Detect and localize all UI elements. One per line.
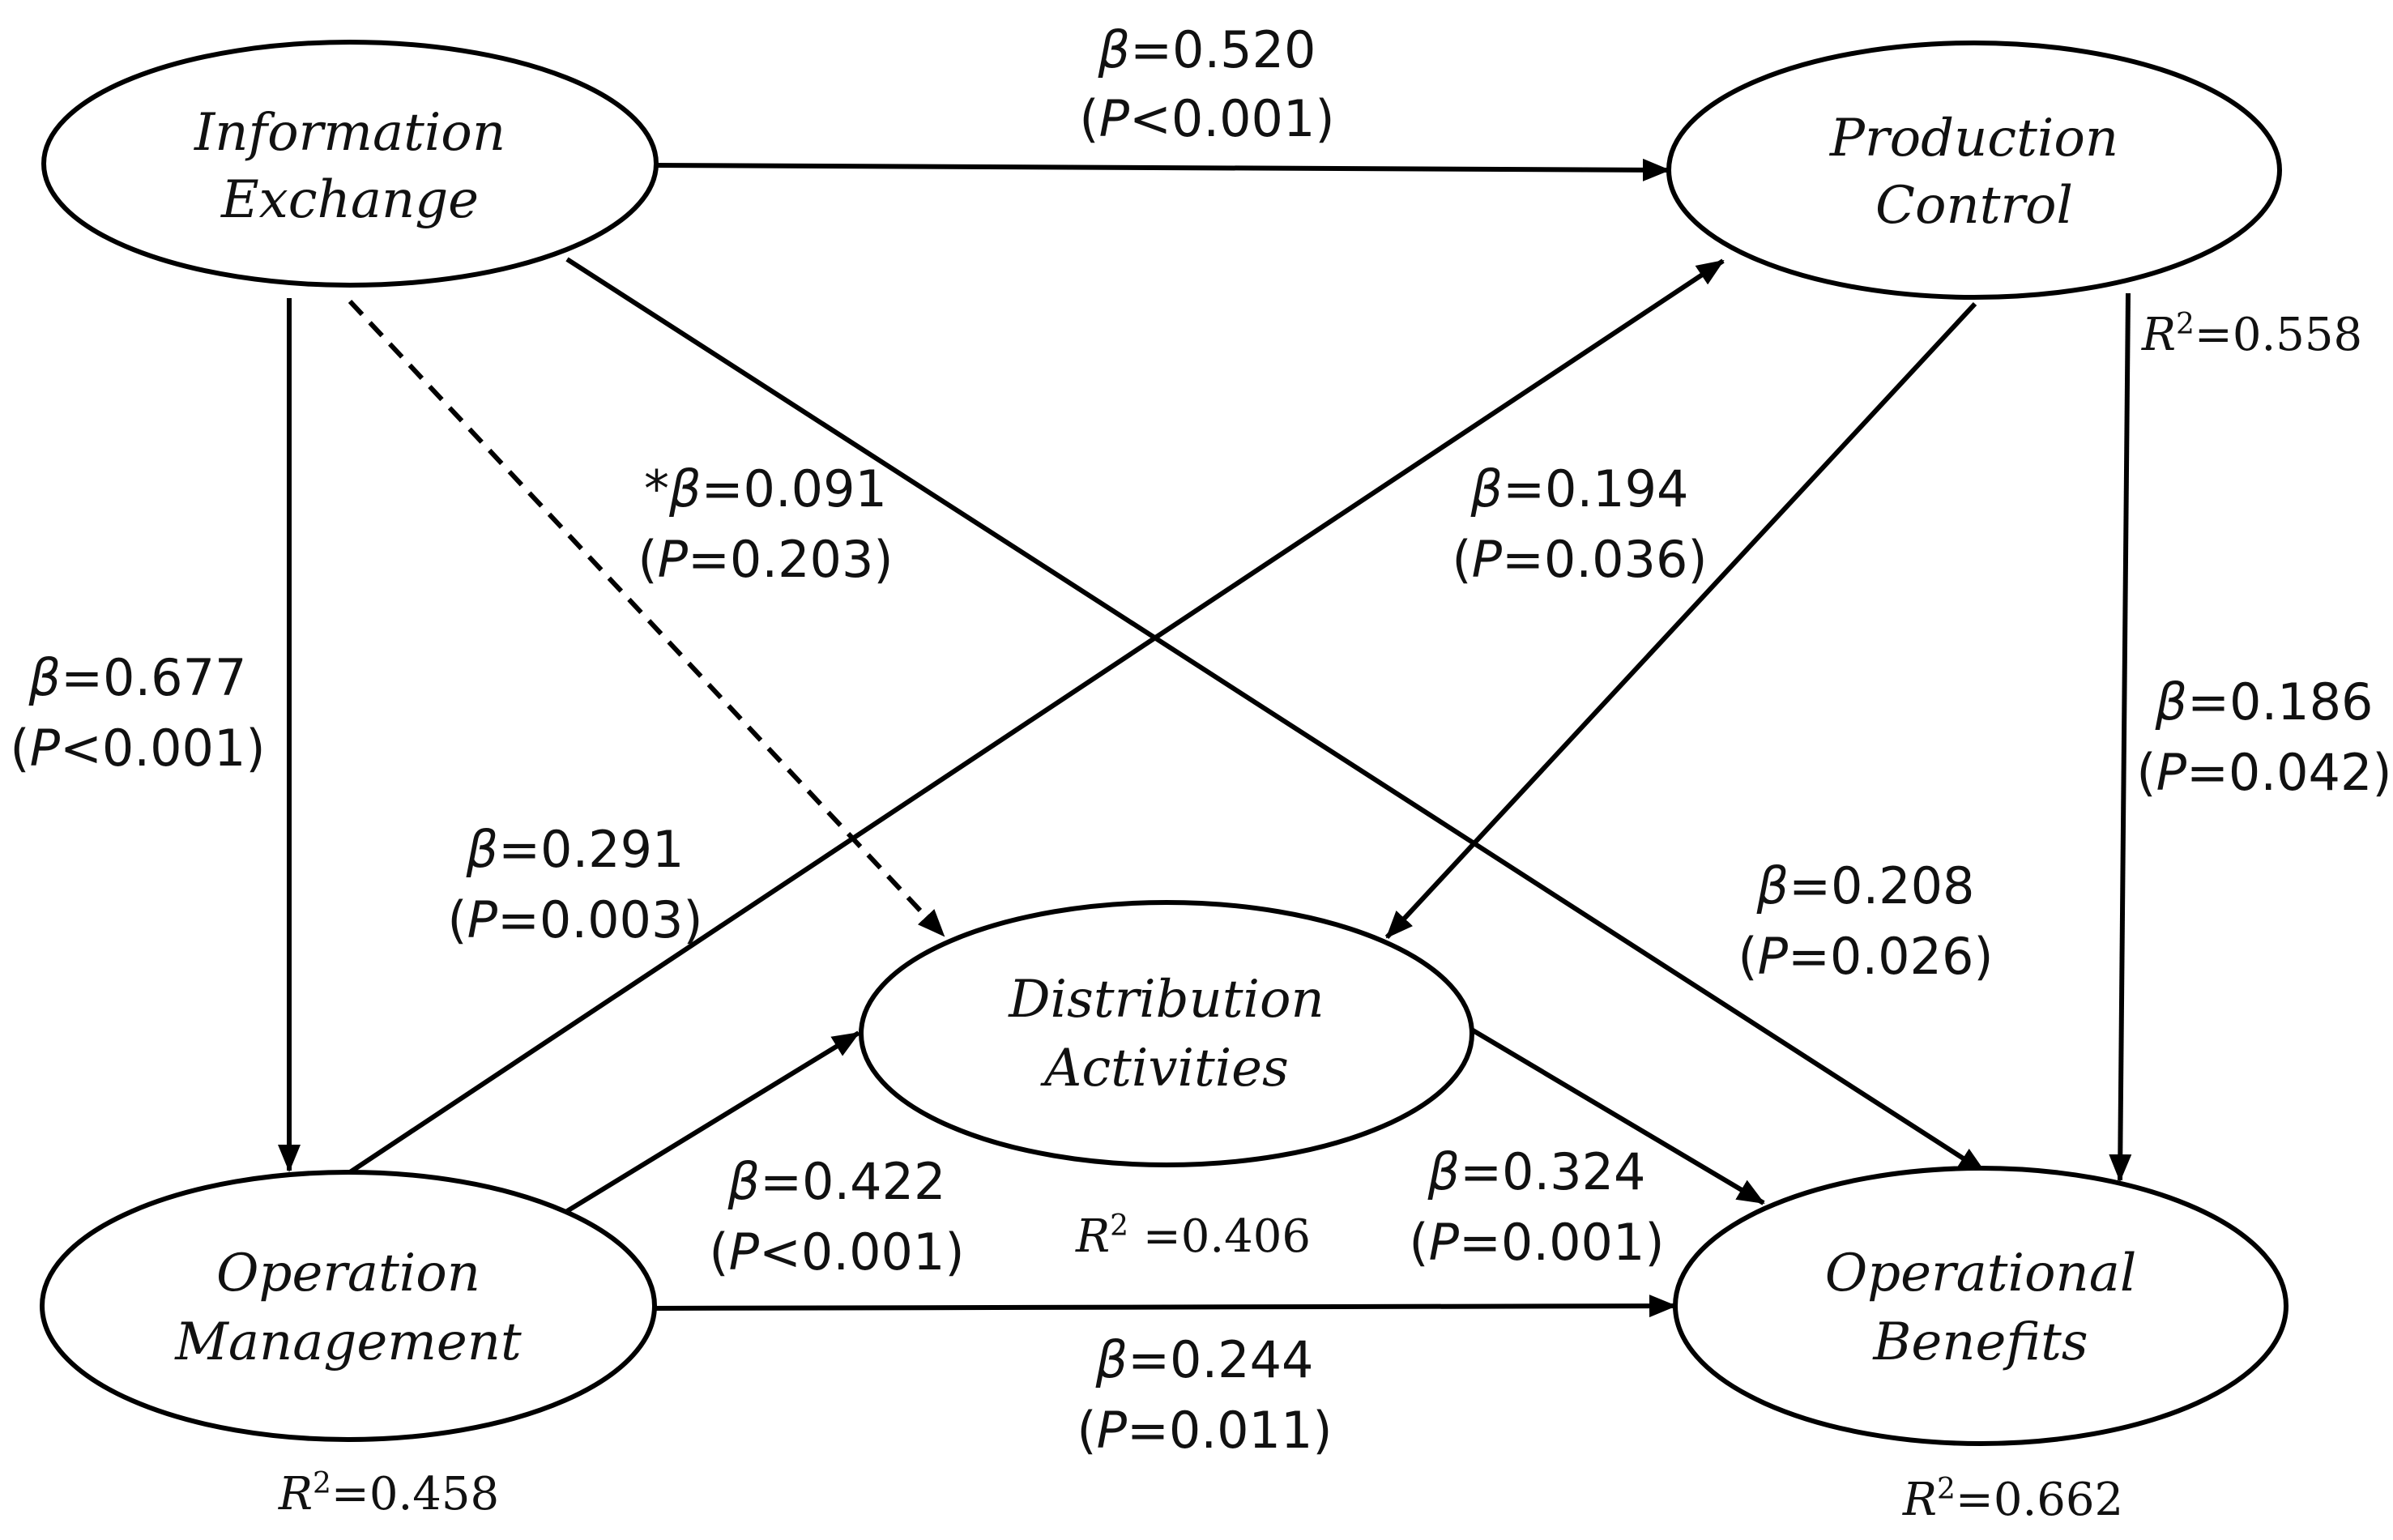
beta-label: β=0.194	[1469, 459, 1688, 518]
beta-label: β=0.208	[1755, 856, 1974, 915]
edge-operation-to-benefits	[651, 1295, 1677, 1318]
beta-label: β=0.422	[727, 1152, 945, 1211]
node-ellipse	[859, 900, 1474, 1167]
node-label-line1: Distribution	[1008, 970, 1324, 1030]
node-label-line1: Operation	[216, 1244, 480, 1303]
p-label: (P<0.001)	[709, 1222, 964, 1282]
node-label-line1: Production	[1829, 109, 2118, 169]
node-ellipse	[1673, 1166, 2288, 1446]
coef-info-to-distribution: *β=0.091 (P=0.203)	[638, 459, 893, 589]
node-ellipse	[40, 1170, 657, 1442]
beta-label: β=0.520	[1097, 20, 1316, 79]
p-label: (P=0.026)	[1738, 927, 1993, 986]
node-label-line2: Control	[1875, 176, 2073, 236]
edge-information-to-benefits	[565, 257, 1986, 1175]
beta-label: *β=0.091	[644, 459, 887, 518]
p-label: (P<0.001)	[10, 719, 265, 778]
node-label-line1: Information	[194, 103, 505, 163]
coef-production-to-benefits: β=0.186 (P=0.042)	[2136, 672, 2391, 802]
edges	[278, 158, 2132, 1318]
node-label-line2: Activities	[1040, 1039, 1289, 1098]
coef-info-to-operation: β=0.677 (P<0.001)	[10, 648, 265, 778]
beta-label: β=0.324	[1427, 1142, 1645, 1201]
node-label-line2: Exchange	[220, 170, 479, 230]
beta-label: β=0.291	[465, 820, 684, 879]
p-label: (P=0.001)	[1409, 1213, 1664, 1272]
coef-info-to-benefits: β=0.208 (P=0.026)	[1738, 856, 1993, 986]
edge-operation-to-distribution	[565, 1030, 860, 1214]
coef-info-to-production: β=0.520 (P<0.001)	[1079, 20, 1334, 148]
r-squared-distribution-activities: R2 =0.406	[1075, 1209, 1311, 1264]
node-operational-benefits: Operational Benefits	[1673, 1166, 2288, 1446]
p-label: (P=0.003)	[447, 890, 702, 949]
r-squared-operation-management: R2=0.458	[278, 1467, 499, 1521]
coef-operation-to-production: β=0.291 (P=0.003)	[447, 820, 702, 949]
edge-distribution-to-benefits	[1469, 1026, 1765, 1205]
node-label-line2: Benefits	[1872, 1312, 2088, 1372]
node-label-line1: Operational	[1825, 1244, 2137, 1303]
node-information-exchange: Information Exchange	[41, 40, 659, 288]
p-label: (P=0.203)	[638, 530, 893, 589]
p-label: (P=0.036)	[1452, 530, 1707, 589]
node-production-control: Production Control	[1666, 41, 2282, 300]
edge-production-to-distribution	[1384, 301, 1977, 940]
beta-label: β=0.244	[1094, 1330, 1313, 1389]
p-label: (P=0.042)	[2136, 743, 2391, 802]
node-distribution-activities: Distribution Activities	[859, 900, 1474, 1167]
node-operation-management: Operation Management	[40, 1170, 657, 1442]
node-label-line2: Management	[174, 1312, 522, 1372]
node-ellipse	[41, 40, 659, 288]
p-label: (P=0.011)	[1077, 1401, 1332, 1460]
beta-label: β=0.186	[2154, 672, 2373, 732]
coef-operation-to-benefits: β=0.244 (P=0.011)	[1077, 1330, 1332, 1460]
coef-production-to-distribution: β=0.194 (P=0.036)	[1452, 459, 1707, 589]
node-ellipse	[1666, 41, 2282, 300]
r-squared-operational-benefits: R2=0.662	[1902, 1473, 2123, 1527]
p-label: (P<0.001)	[1079, 89, 1334, 148]
edge-information-to-production	[651, 158, 1670, 181]
edge-operation-to-production	[348, 258, 1725, 1175]
r-squared-production-control: R2=0.558	[2141, 308, 2362, 362]
coef-operation-to-distribution: β=0.422 (P<0.001)	[709, 1152, 964, 1282]
beta-label: β=0.677	[28, 648, 246, 707]
coef-distribution-to-benefits: β=0.324 (P=0.001)	[1409, 1142, 1664, 1272]
edge-production-to-benefits	[2109, 292, 2132, 1182]
